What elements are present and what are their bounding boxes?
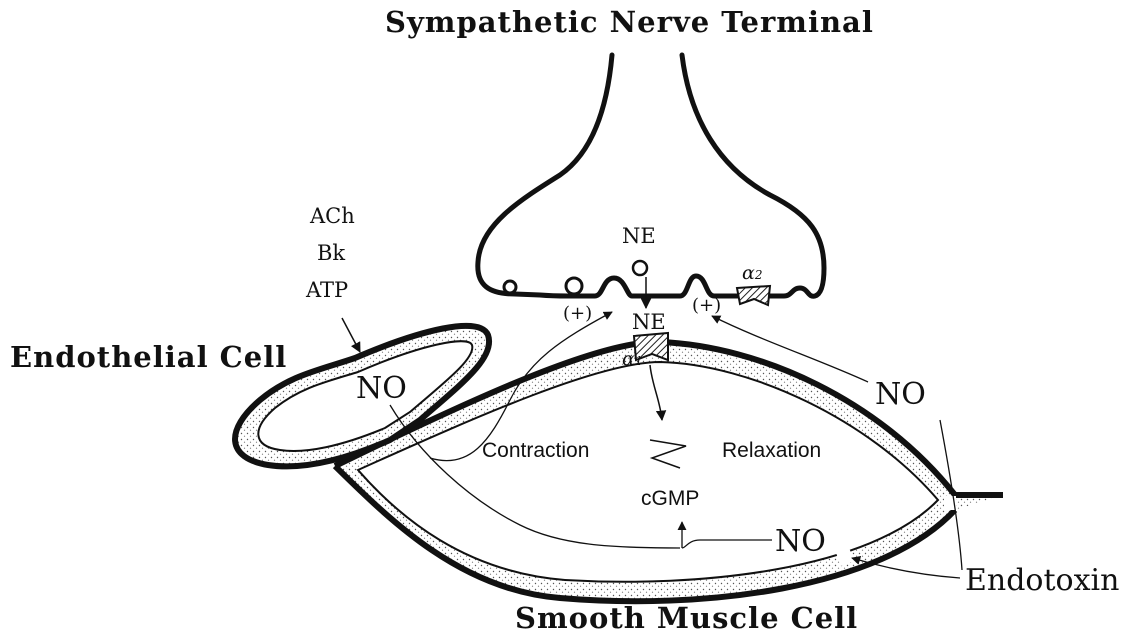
no-bottom-label: NO	[775, 527, 826, 557]
stimulus-arrow	[342, 318, 360, 352]
contraction-label: Contraction	[482, 440, 589, 461]
alpha2-symbol: α	[742, 262, 755, 284]
plus-left-label: (+)	[563, 305, 592, 323]
vesicle	[566, 278, 582, 294]
alpha1-label: α1	[622, 350, 642, 369]
alpha1-symbol: α	[622, 348, 635, 370]
alpha2-label: α2	[742, 264, 762, 283]
ne-cleft-label: NE	[632, 312, 666, 333]
bk-label: Bk	[317, 243, 345, 264]
vesicle	[504, 281, 516, 293]
endothelial-title: Endothelial Cell	[10, 343, 287, 372]
alpha1-subscript: 1	[635, 354, 643, 368]
ne-top-label: NE	[622, 226, 656, 247]
endotoxin-label: Endotoxin	[965, 566, 1119, 596]
ach-label: ACh	[310, 206, 355, 227]
no-right-label: NO	[875, 380, 926, 410]
relaxation-label: Relaxation	[722, 440, 821, 461]
smooth-muscle-title: Smooth Muscle Cell	[515, 604, 858, 633]
atp-label: ATP	[306, 280, 348, 301]
no-endothelial-label: NO	[356, 374, 407, 404]
nerve-terminal-outline	[478, 55, 824, 296]
vesicle	[633, 261, 647, 275]
plus-right-label: (+)	[692, 297, 721, 315]
cgmp-label: cGMP	[641, 488, 699, 509]
alpha2-receptor	[737, 286, 770, 305]
nerve-terminal-title: Sympathetic Nerve Terminal	[385, 8, 874, 37]
alpha2-subscript: 2	[755, 268, 763, 282]
